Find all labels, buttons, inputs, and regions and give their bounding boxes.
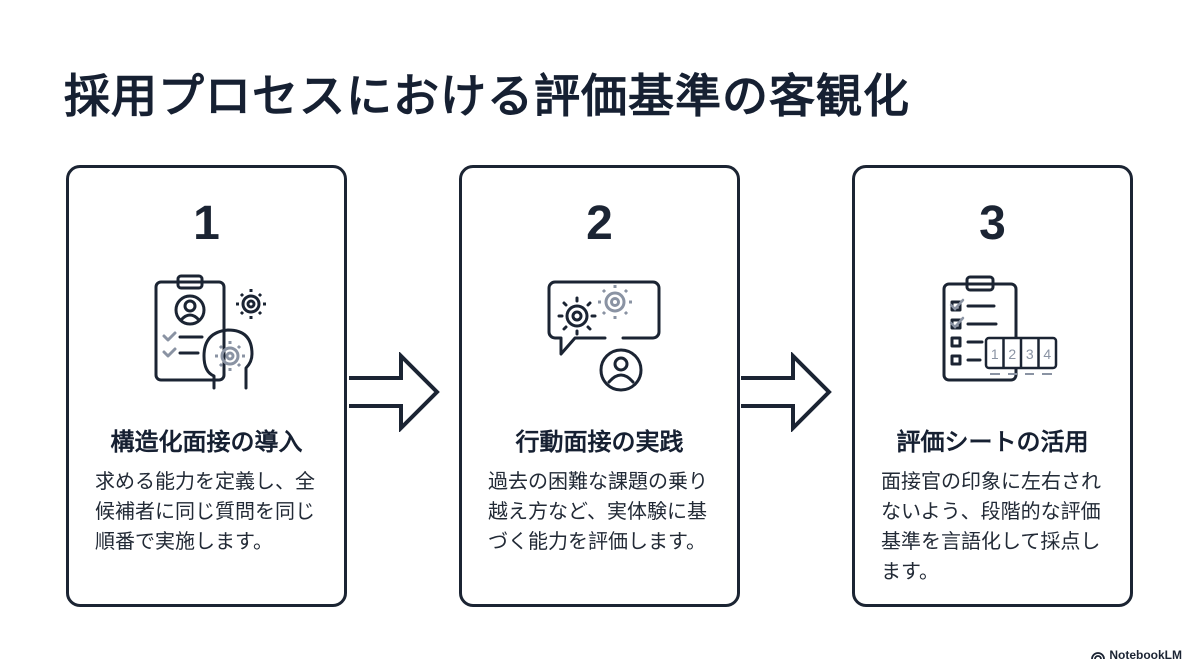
brand-watermark: NotebookLM xyxy=(1091,648,1182,662)
score-digit-2: 2 xyxy=(1008,346,1016,362)
step-heading: 評価シートの活用 xyxy=(896,428,1089,456)
step-number: 3 xyxy=(979,197,1006,250)
page-title: 採用プロセスにおける評価基準の客観化 xyxy=(64,69,910,123)
step-description: 過去の困難な課題の乗り越え方など、実体験に基づく能力を評価します。 xyxy=(488,469,708,553)
step-heading: 行動面接の実践 xyxy=(515,428,684,456)
step-number: 2 xyxy=(586,197,613,250)
step-card-1: 1 構造化面接の導入 求める能力を定義し、全候補者に同じ質問を同じ順番で実施しま… xyxy=(66,165,347,607)
score-digit-3: 3 xyxy=(1026,346,1034,362)
score-digit-4: 4 xyxy=(1043,346,1051,362)
arrow-right-icon xyxy=(349,352,440,432)
brand-label: NotebookLM xyxy=(1109,648,1182,662)
step-number: 1 xyxy=(193,197,220,250)
notebooklm-logo-icon xyxy=(1091,652,1106,660)
clipboard-candidate-gear-icon xyxy=(154,274,266,390)
checklist-score-icon: 1 2 3 4 xyxy=(942,275,1058,382)
step-description: 面接官の印象に左右されないよう、段階的な評価基準を言語化して採点します。 xyxy=(881,469,1101,583)
score-digit-1: 1 xyxy=(991,346,999,362)
step-description: 求める能力を定義し、全候補者に同じ質問を同じ順番で実施します。 xyxy=(95,469,315,553)
speech-bubble-gears-person-icon xyxy=(547,280,661,392)
step-card-3: 3 1 2 3 4 xyxy=(852,165,1133,607)
step-heading: 構造化面接の導入 xyxy=(110,428,303,456)
step-card-2: 2 行動面接の実践 過去の困難な課題の乗り越え方など、実体験に基づく能力を評価し… xyxy=(459,165,740,607)
arrow-right-icon xyxy=(741,352,832,432)
